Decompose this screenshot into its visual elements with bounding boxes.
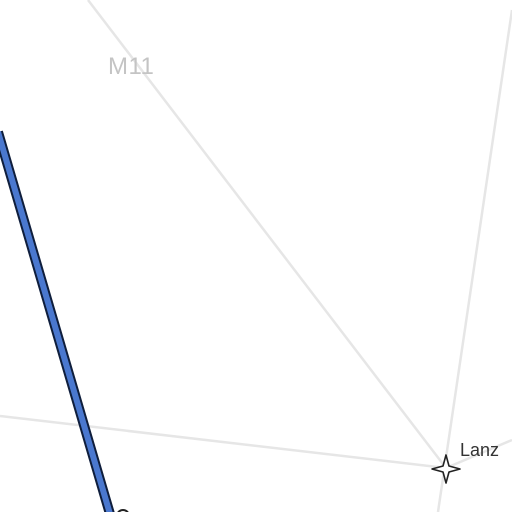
place-label-lanz[interactable]: Lanz <box>460 440 500 460</box>
minor-road-vertical <box>436 9 512 512</box>
minor-road-diagonal <box>87 0 447 469</box>
minor-road-east <box>445 438 512 470</box>
road-label-m11: M11 <box>108 53 155 80</box>
minor-road-horizontal <box>0 414 447 470</box>
four-point-star-icon[interactable] <box>431 454 461 484</box>
route-line[interactable] <box>0 131 113 512</box>
